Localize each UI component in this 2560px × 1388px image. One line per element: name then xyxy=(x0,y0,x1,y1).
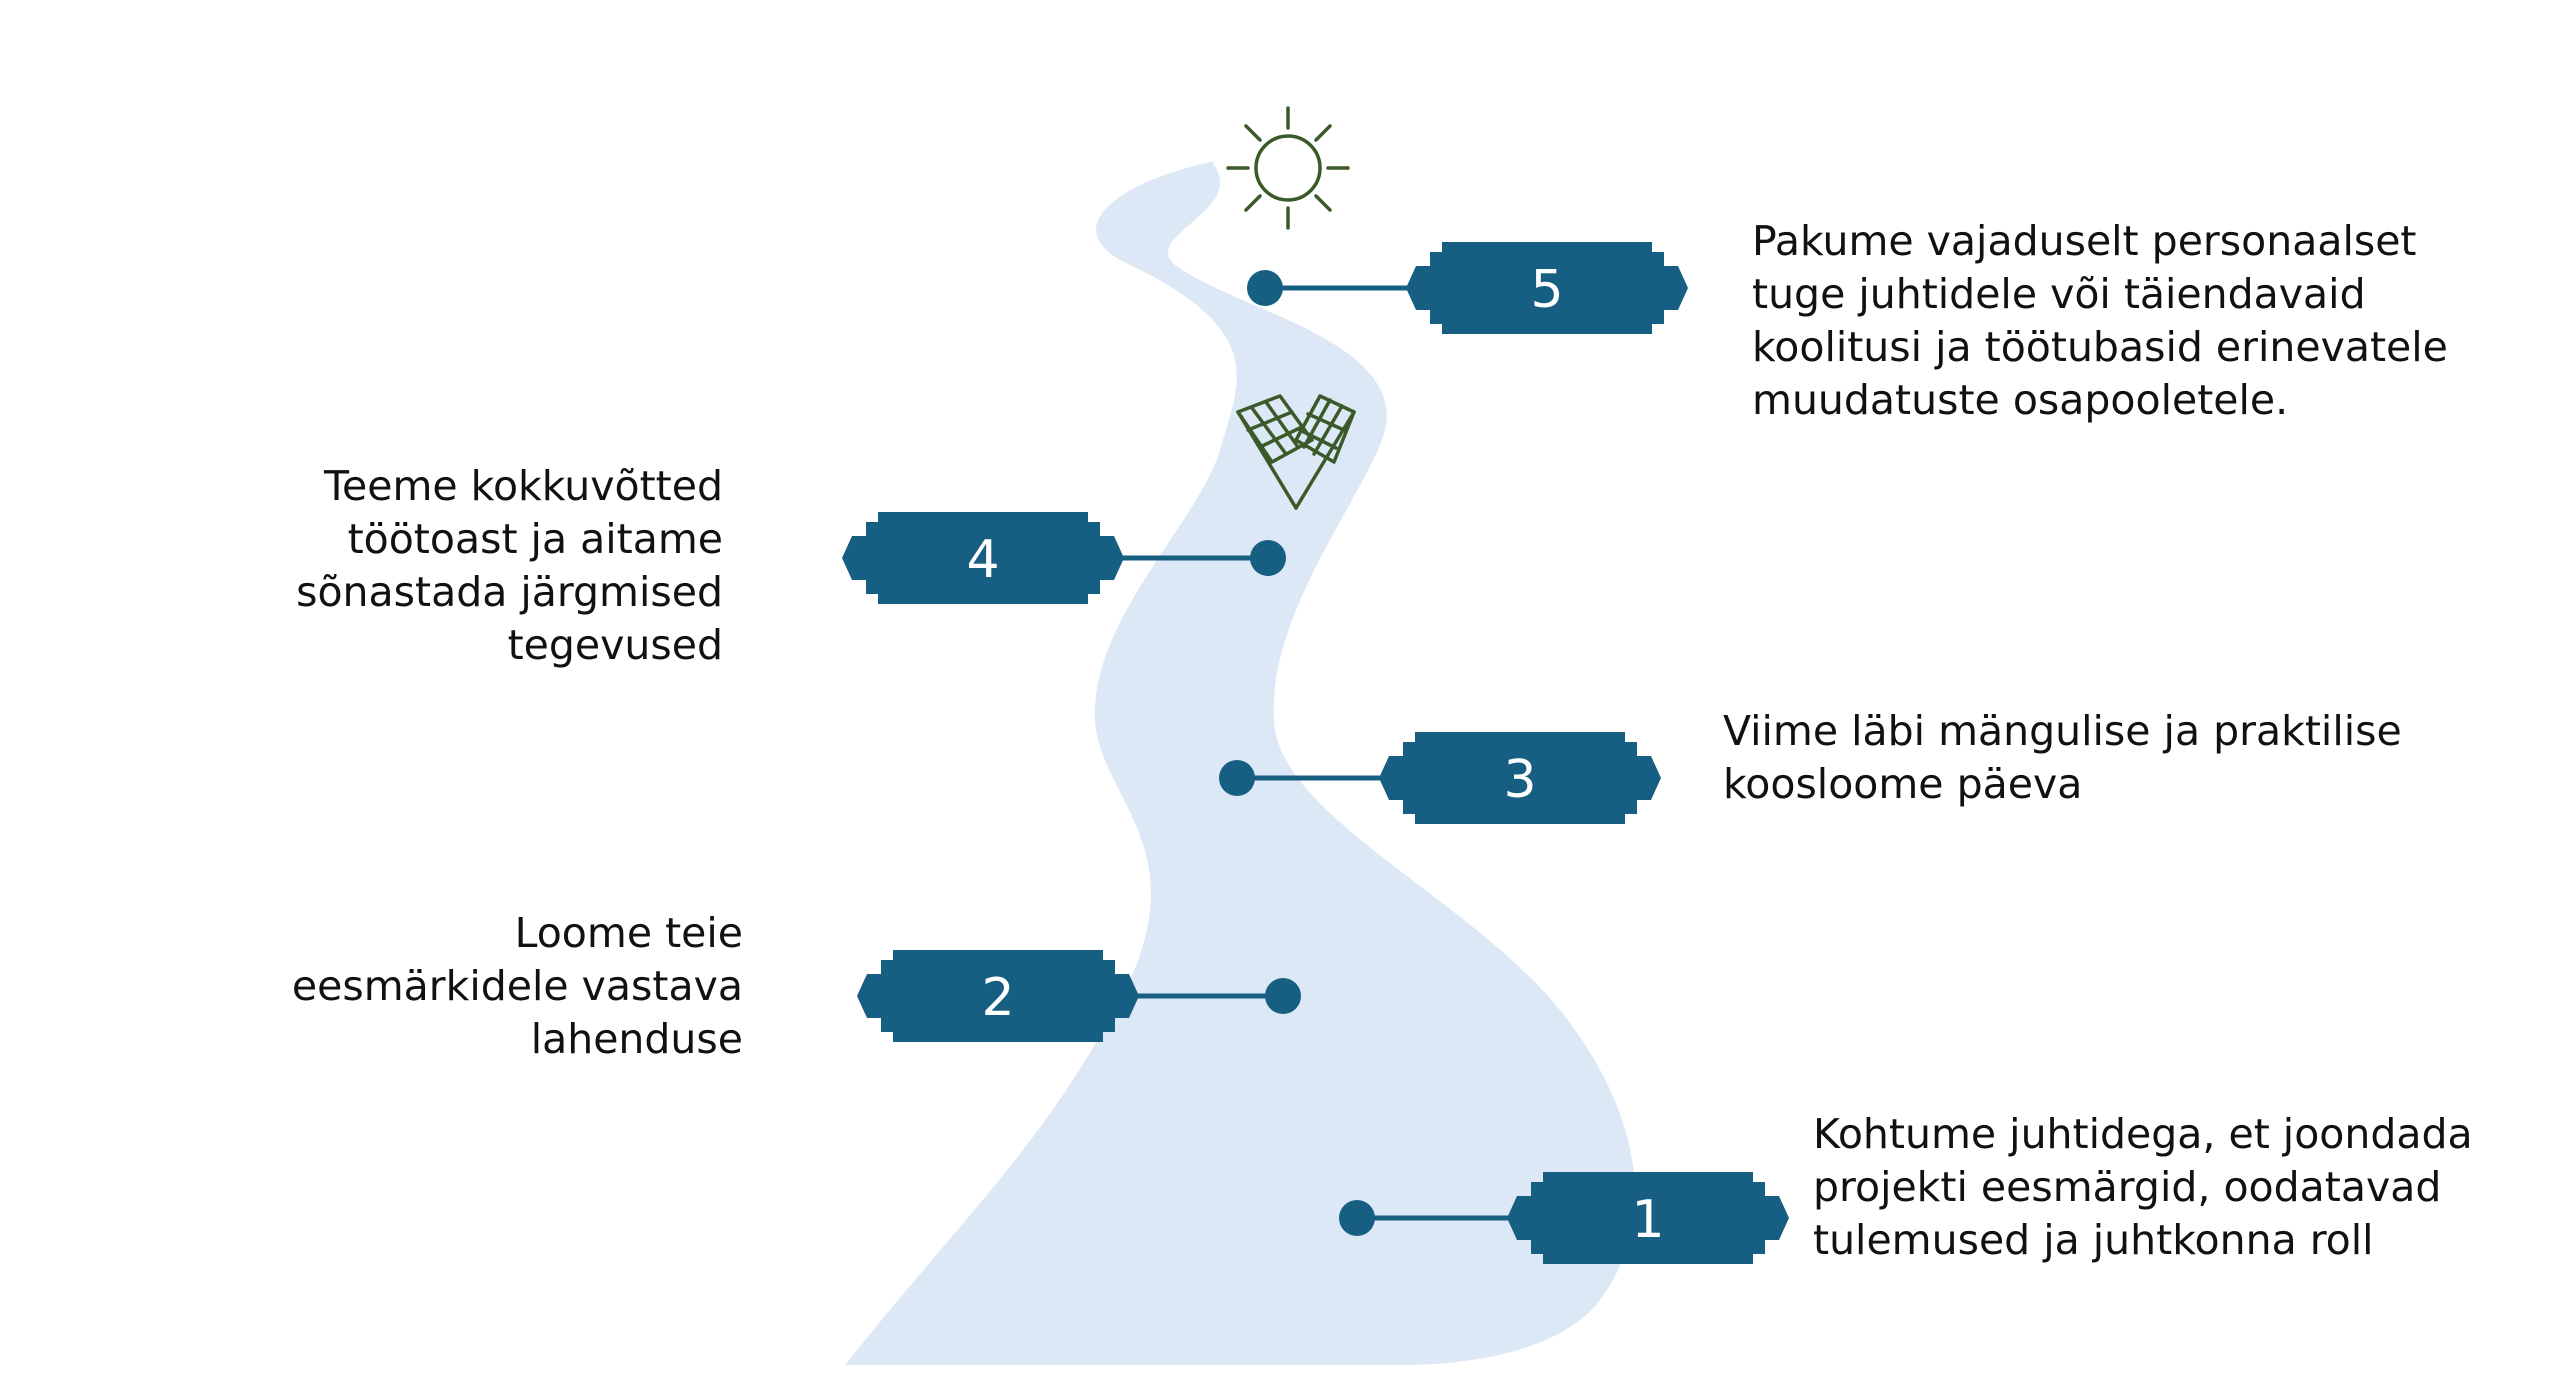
step-4-line-2: töötoast ja aitame xyxy=(347,515,723,563)
step-4-badge: 4 xyxy=(842,512,1124,604)
step-3-number: 3 xyxy=(1503,750,1536,810)
step-5-line-3: koolitusi ja töötubasid erinevatele xyxy=(1752,323,2448,371)
connectors xyxy=(1103,270,1528,1236)
step-3-dot xyxy=(1219,760,1255,796)
step-3-line-2: koosloome päeva xyxy=(1723,760,2083,808)
step-4-line-1: Teeme kokkuvõtted xyxy=(323,462,723,510)
step-1-line-1: Kohtume juhtidega, et joondada xyxy=(1813,1110,2473,1158)
step-4-description: Teeme kokkuvõtted töötoast ja aitame sõn… xyxy=(296,460,723,672)
step-5-line-2: tuge juhtidele või täiendavaid xyxy=(1752,270,2366,318)
step-4-line-4: tegevused xyxy=(507,621,723,669)
step-4-number: 4 xyxy=(966,530,999,590)
step-2-dot xyxy=(1265,978,1301,1014)
step-5-line-1: Pakume vajaduselt personaalset xyxy=(1752,217,2417,265)
step-5-dot xyxy=(1247,270,1283,306)
step-1-badge-shape xyxy=(1507,1172,1789,1264)
step-5-number: 5 xyxy=(1530,260,1563,320)
step-3-description: Viime läbi mängulise ja praktilise koosl… xyxy=(1723,705,2402,811)
step-1-badge: 1 xyxy=(1507,1172,1789,1264)
step-2-badge-shape xyxy=(857,950,1139,1042)
step-4-line-3: sõnastada järgmised xyxy=(296,568,723,616)
step-1-number: 1 xyxy=(1631,1190,1664,1250)
step-2-badge: 2 xyxy=(857,950,1139,1042)
step-2-line-3: lahenduse xyxy=(530,1015,743,1063)
step-4-dot xyxy=(1250,540,1286,576)
step-1-line-2: projekti eesmärgid, oodatavad xyxy=(1813,1163,2442,1211)
step-2-line-1: Loome teie xyxy=(514,909,743,957)
sun-icon xyxy=(1226,106,1350,230)
step-3-badge: 3 xyxy=(1379,732,1661,824)
step-badges: 1 2 3 4 5 xyxy=(842,242,1789,1264)
step-5-description: Pakume vajaduselt personaalset tuge juht… xyxy=(1752,215,2448,427)
step-2-line-2: eesmärkidele vastava xyxy=(291,962,743,1010)
step-5-badge-shape xyxy=(1406,242,1688,334)
step-1-dot xyxy=(1339,1200,1375,1236)
step-1-description: Kohtume juhtidega, et joondada projekti … xyxy=(1813,1108,2473,1267)
checkered-flags-icon xyxy=(1236,394,1356,510)
step-3-line-1: Viime läbi mängulise ja praktilise xyxy=(1723,707,2402,755)
step-4-badge-shape xyxy=(842,512,1124,604)
step-5-line-4: muudatuste osapooletele. xyxy=(1752,376,2289,424)
step-2-description: Loome teie eesmärkidele vastava lahendus… xyxy=(292,907,743,1066)
step-3-badge-shape xyxy=(1379,732,1661,824)
step-1-line-3: tulemused ja juhtkonna roll xyxy=(1813,1216,2374,1264)
step-5-badge: 5 xyxy=(1406,242,1688,334)
step-2-number: 2 xyxy=(981,968,1014,1028)
